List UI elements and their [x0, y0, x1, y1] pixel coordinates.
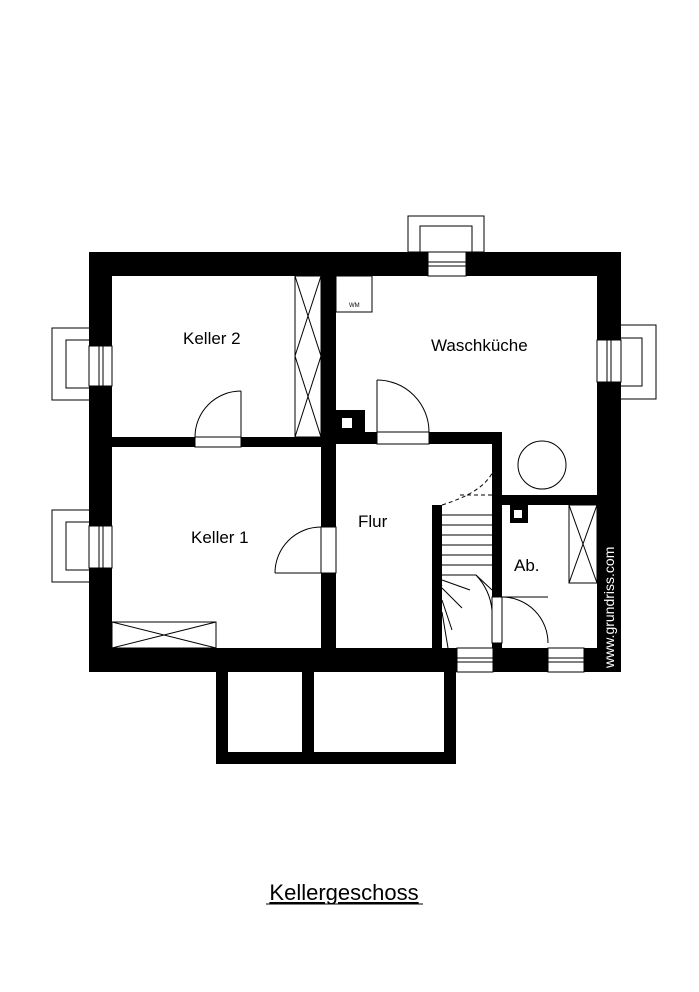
windows	[88, 251, 622, 673]
doors	[194, 379, 549, 644]
wall-top	[89, 252, 621, 276]
outdoor-shafts	[216, 672, 456, 764]
room-label-waschkueche: Waschküche	[431, 336, 528, 355]
exterior-walls	[89, 252, 621, 672]
room-label-keller1: Keller 1	[191, 528, 249, 547]
room-label-keller2: Keller 2	[183, 329, 241, 348]
watermark-text: www.grundriss.com	[601, 547, 617, 669]
light-well-left-lower	[51, 509, 91, 583]
light-well-top	[407, 215, 485, 253]
wall-stair-east	[492, 432, 502, 648]
plan-caption: Kellergeschoss	[269, 880, 418, 905]
wall-stair-west	[432, 505, 442, 648]
light-well-right	[619, 324, 657, 400]
boiler	[517, 440, 567, 490]
washing-machine-label: WM	[349, 303, 360, 309]
chimney-flues	[342, 418, 522, 518]
wall-bottom	[89, 648, 621, 672]
shelves	[111, 275, 598, 649]
shelf-keller1	[111, 621, 217, 649]
shelf-abstellraum	[568, 504, 598, 584]
staircase	[432, 514, 493, 649]
wall-right	[597, 252, 621, 672]
wall-keller2-east	[321, 276, 336, 648]
room-label-abstellraum: Ab.	[514, 556, 540, 575]
fixtures	[335, 275, 567, 490]
light-well-left-upper	[51, 327, 91, 401]
wall-left	[89, 252, 112, 672]
wall-ab-north	[492, 495, 597, 505]
stair-dashed	[441, 464, 496, 506]
shelf-keller2	[294, 275, 322, 438]
washing-machine	[335, 275, 373, 313]
room-label-flur: Flur	[358, 512, 388, 531]
